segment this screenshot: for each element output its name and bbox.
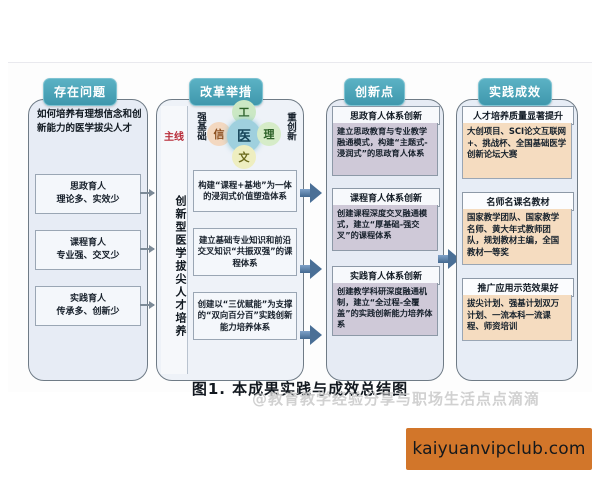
measures-side-band	[161, 106, 188, 374]
pill-problems: 存在问题	[43, 78, 118, 106]
flow-arrow-measures-to-innovation-3-icon	[300, 325, 322, 345]
innovation-body-1: 建立思政教育与专业教学融通模式，构建“主题式-浸润式”的思政育人体系	[332, 123, 438, 176]
site-banner-url: kaiyuanvipclub.com	[412, 439, 586, 459]
problem-item-1: 思政育人 理论多、实效少	[35, 174, 141, 214]
innovation-body-3: 创建教学科研深度融通机制，建立“全过程-全覆盖”的实践创新能力培养体系	[332, 283, 438, 336]
measure-item-1: 构建“课程+基地”为一体的浸润式价值塑造体系	[193, 170, 297, 212]
column-innovations: 创新点 思政育人体系创新 建立思政教育与专业教学融通模式，构建“主题式-浸润式”…	[326, 78, 444, 381]
pill-results: 实践成效	[478, 78, 553, 106]
discipline-hub-diagram: 强基础 工 信 医 理 文 重创新	[189, 100, 299, 169]
flow-arrow-measures-to-innovation-2-icon	[300, 259, 322, 279]
problem-item-2: 课程育人 专业强、交叉少	[35, 230, 141, 270]
pill-innovations: 创新点	[344, 78, 406, 106]
problem-item-1-title: 思政育人	[69, 182, 106, 193]
watermark-text: @教育教学经验分享与职场生活点点滴滴	[252, 390, 541, 408]
problems-intro-text: 如何培养有理想信念和创新能力的医学拔尖人才	[37, 109, 142, 134]
hub-label-emphasize-innovation: 重创新	[285, 112, 296, 141]
measures-main-line-label: 主线	[164, 132, 184, 143]
result-body-3: 拔尖计划、强基计划双万计划、一流本科一流课程、师资培训	[462, 295, 572, 341]
result-body-2: 国家教学团队、国家教学名师、黄大年式教师团队，规划教材主编，全国教材一等奖	[462, 209, 572, 265]
problem-item-3-detail: 传承多、创新少	[56, 306, 120, 317]
connector-arrow-2-icon	[140, 245, 155, 253]
column-results: 实践成效 人才培养质量显著提升 大创项目、SCI论文互联网+、挑战杯、全国基础医…	[456, 78, 578, 381]
connector-arrow-3-icon	[140, 301, 155, 309]
problem-item-3-title: 实践育人	[69, 294, 106, 305]
innovation-body-2: 创建课程深度交叉融通模式，建立“厚基础-强交叉”的课程体系	[332, 205, 438, 251]
problem-item-1-detail: 理论多、实效少	[56, 194, 120, 205]
figure-caption: 图1. 本成果实践与成效总结图	[191, 380, 409, 398]
measures-vertical-title: 创新型医学拔尖人才培养	[174, 194, 187, 338]
column-measures: 改革举措 主线 创新型医学拔尖人才培养 强基础 工 信 医 理 文 重创新 构建…	[156, 78, 304, 381]
connector-arrow-1-icon	[140, 189, 155, 197]
measure-item-2: 建立基础专业知识和前沿交叉知识“共振双强”的课程体系	[193, 228, 297, 276]
site-banner[interactable]: kaiyuanvipclub.com	[406, 428, 592, 470]
hub-label-strong-foundation: 强基础	[195, 112, 206, 141]
problem-item-2-detail: 专业强、交叉少	[56, 250, 120, 261]
problem-item-3: 实践育人 传承多、创新少	[35, 286, 141, 326]
diagram-panel: 存在问题 如何培养有理想信念和创新能力的医学拔尖人才 思政育人 理论多、实效少 …	[8, 62, 592, 392]
flow-arrow-measures-to-innovation-1-icon	[300, 183, 322, 203]
pill-measures: 改革举措	[189, 78, 264, 106]
column-problems: 存在问题 如何培养有理想信念和创新能力的医学拔尖人才 思政育人 理论多、实效少 …	[28, 78, 148, 381]
problem-item-2-title: 课程育人	[69, 238, 106, 249]
measure-item-3: 创建以“三优赋能”为支撑的“双向百分百”实践创新能力培养体系	[193, 292, 297, 340]
result-body-1: 大创项目、SCI论文互联网+、挑战杯、全国基础医学创新论坛大赛	[462, 123, 572, 179]
hub-node-science: 理	[257, 122, 281, 146]
hub-node-humanities: 文	[232, 145, 256, 169]
